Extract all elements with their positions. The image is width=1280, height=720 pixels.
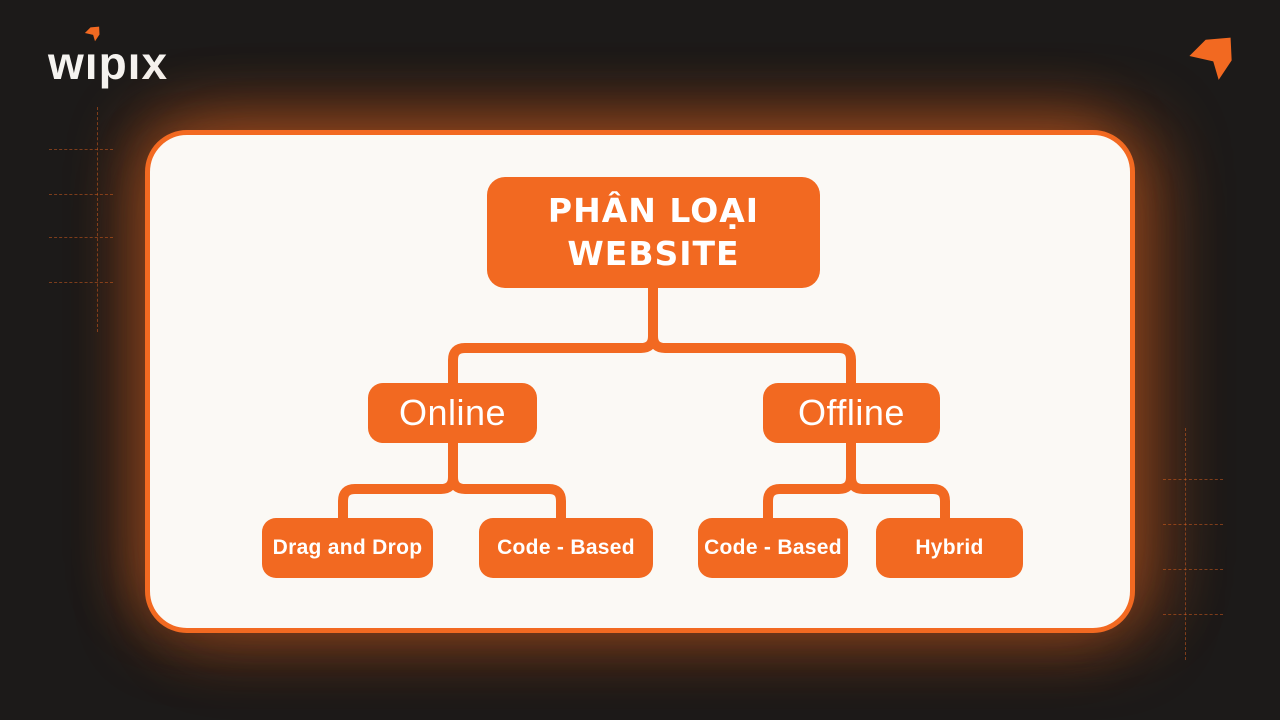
logo-letter: ı bbox=[84, 37, 99, 89]
guide-tick bbox=[49, 237, 113, 238]
tree-connectors bbox=[338, 285, 950, 521]
node-drag-and-drop: Drag and Drop bbox=[262, 518, 433, 578]
connector-root-online bbox=[448, 285, 658, 385]
guide-tick bbox=[49, 194, 113, 195]
guide-line bbox=[1185, 428, 1186, 660]
logo-flag-accent-icon bbox=[84, 26, 100, 42]
connector-offline-code bbox=[763, 440, 856, 521]
guide-tick bbox=[1163, 614, 1223, 615]
guide-tick bbox=[1163, 479, 1223, 480]
logo-letter: x bbox=[141, 37, 169, 89]
connector-offline-hybrid bbox=[846, 440, 950, 521]
wipix-logo: w ı p ı x bbox=[48, 26, 168, 86]
connector-root-offline bbox=[648, 285, 856, 385]
guide-tick bbox=[1163, 569, 1223, 570]
node-hybrid: Hybrid bbox=[876, 518, 1023, 578]
guide-tick bbox=[1163, 524, 1223, 525]
node-root-title: PHÂN LOẠI WEBSITE bbox=[487, 177, 820, 288]
logo-letter: w bbox=[48, 37, 85, 89]
connector-online-drag bbox=[338, 440, 458, 521]
node-offline: Offline bbox=[763, 383, 940, 443]
logo-letter: ı bbox=[127, 37, 142, 89]
node-online: Online bbox=[368, 383, 537, 443]
connector-online-code bbox=[448, 440, 566, 521]
wipix-arrow-icon bbox=[1189, 37, 1232, 80]
logo-letter-i: ı bbox=[84, 26, 100, 89]
guide-tick bbox=[49, 149, 113, 150]
logo-letter: p bbox=[98, 37, 128, 89]
node-code-based-online: Code - Based bbox=[479, 518, 653, 578]
node-code-based-offline: Code - Based bbox=[698, 518, 848, 578]
diagram-card: PHÂN LOẠI WEBSITE Online Offline Drag an… bbox=[145, 130, 1135, 633]
guide-tick bbox=[49, 282, 113, 283]
guide-line bbox=[97, 107, 98, 332]
